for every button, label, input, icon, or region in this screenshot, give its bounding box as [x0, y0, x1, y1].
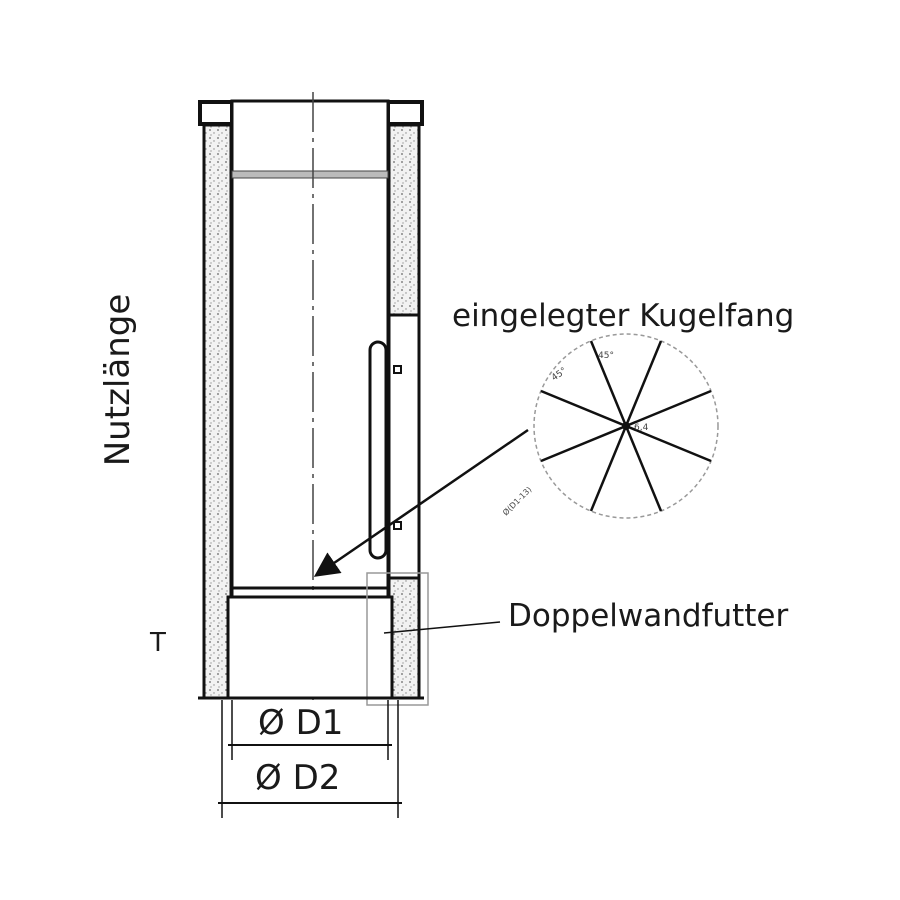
- ball-catcher-label: eingelegter Kugelfang: [452, 298, 795, 334]
- double-wall-lining-label: Doppelwandfutter: [508, 598, 789, 634]
- right-insulation: [387, 123, 421, 317]
- ball-catcher-detail: 45° 45° 6,4 Ø(D1-13): [500, 333, 719, 519]
- center-note: 6,4: [634, 423, 649, 433]
- inspection-door: [387, 313, 421, 580]
- d2-label: Ø D2: [255, 758, 341, 798]
- angle-label: 45°: [550, 366, 569, 383]
- double-wall-lining: [226, 595, 394, 700]
- diameter-note: Ø(D1-13): [500, 484, 533, 517]
- door-handle: [368, 340, 388, 560]
- d1-label: Ø D1: [258, 703, 344, 743]
- angle-label: 45°: [598, 351, 614, 361]
- t-label: T: [150, 628, 166, 658]
- useful-length-label: Nutzlänge: [98, 293, 138, 467]
